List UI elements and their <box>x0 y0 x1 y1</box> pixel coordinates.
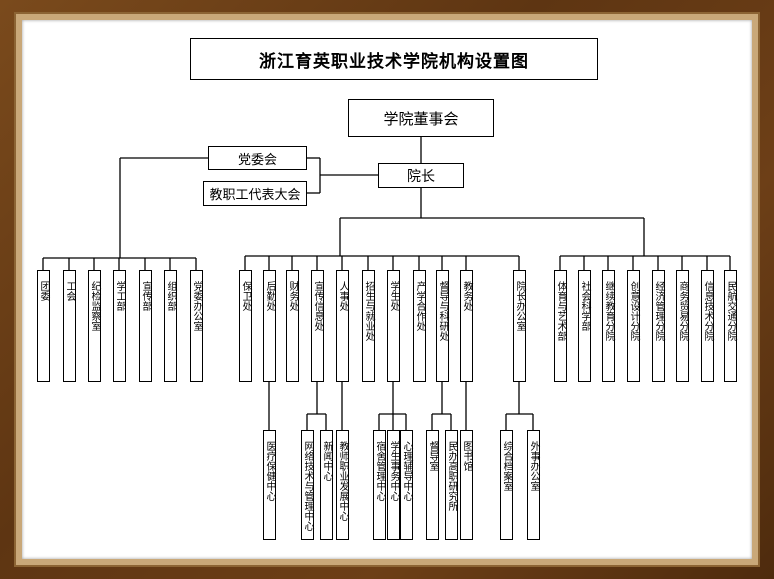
party-dept-box-label: 纪检监察室 <box>89 281 100 331</box>
sub-unit-box: 民办高职研究所 <box>445 430 458 540</box>
office-box-label: 保卫处 <box>240 281 251 311</box>
division-box: 经济管理分院 <box>652 270 665 382</box>
sub-unit-box-label: 医疗保健中心 <box>264 441 275 501</box>
sub-unit-box: 综合档案室 <box>500 430 513 540</box>
division-box-label: 社会科学部 <box>579 281 590 331</box>
division-box: 体育与艺术部 <box>554 270 567 382</box>
sub-unit-box-label: 宿舍管理中心 <box>374 441 385 501</box>
division-box: 民航交通分院 <box>724 270 737 382</box>
sub-unit-box: 宿舍管理中心 <box>373 430 386 540</box>
office-box-label: 学生处 <box>388 281 399 311</box>
office-box-label: 院长办公室 <box>514 281 525 331</box>
chart-title: 浙江育英职业技术学院机构设置图 <box>190 38 598 80</box>
party-committee-node: 党委会 <box>208 146 307 170</box>
office-box: 财务处 <box>286 270 299 382</box>
division-box-label: 经济管理分院 <box>653 281 664 341</box>
office-box: 督导与科研处 <box>436 270 449 382</box>
sub-unit-box: 外事办公室 <box>527 430 540 540</box>
party-dept-box-label: 学工部 <box>114 281 125 311</box>
president-node: 院长 <box>378 163 464 188</box>
party-dept-box: 纪检监察室 <box>88 270 101 382</box>
sub-unit-box: 医疗保健中心 <box>263 430 276 540</box>
office-box: 产学合作处 <box>413 270 426 382</box>
division-box-label: 信息技术分院 <box>702 281 713 341</box>
office-box: 学生处 <box>387 270 400 382</box>
division-box: 继续教育分院 <box>602 270 615 382</box>
office-box-label: 财务处 <box>287 281 298 311</box>
sub-unit-box: 心理辅导中心 <box>400 430 413 540</box>
sub-unit-box: 网络技术与管理中心 <box>301 430 314 540</box>
division-box-label: 民航交通分院 <box>725 281 736 341</box>
office-box-label: 人事处 <box>337 281 348 311</box>
party-dept-box-label: 党委办公室 <box>191 281 202 331</box>
party-dept-box-label: 团委 <box>38 281 49 301</box>
office-box-label: 宣传信息处 <box>312 281 323 331</box>
sub-unit-box-label: 民办高职研究所 <box>446 441 457 511</box>
sub-unit-box-label: 图书馆 <box>461 441 472 471</box>
party-dept-box: 党委办公室 <box>190 270 203 382</box>
sub-unit-box: 督导室 <box>426 430 439 540</box>
office-box: 院长办公室 <box>513 270 526 382</box>
party-dept-box-label: 组织部 <box>165 281 176 311</box>
sub-unit-box-label: 综合档案室 <box>501 441 512 491</box>
party-dept-box: 学工部 <box>113 270 126 382</box>
sub-unit-box-label: 网络技术与管理中心 <box>302 441 313 531</box>
division-box: 社会科学部 <box>578 270 591 382</box>
office-box: 后勤处 <box>263 270 276 382</box>
division-box: 创意设计分院 <box>627 270 640 382</box>
party-dept-box: 团委 <box>37 270 50 382</box>
division-box: 商务贸易分院 <box>676 270 689 382</box>
sub-unit-box-label: 督导室 <box>427 441 438 471</box>
sub-unit-box-label: 教师职业发展中心 <box>337 441 348 521</box>
party-dept-box: 组织部 <box>164 270 177 382</box>
office-box: 宣传信息处 <box>311 270 324 382</box>
sub-unit-box-label: 学生事务中心 <box>388 441 399 501</box>
office-box: 保卫处 <box>239 270 252 382</box>
office-box-label: 教务处 <box>461 281 472 311</box>
office-box: 人事处 <box>336 270 349 382</box>
sub-unit-box-label: 新闻中心 <box>321 441 332 481</box>
party-dept-box-label: 宣传部 <box>140 281 151 311</box>
division-box-label: 体育与艺术部 <box>555 281 566 341</box>
office-box: 招生与就业处 <box>362 270 375 382</box>
division-box-label: 继续教育分院 <box>603 281 614 341</box>
office-box: 教务处 <box>460 270 473 382</box>
division-box-label: 商务贸易分院 <box>677 281 688 341</box>
sub-unit-box-label: 外事办公室 <box>528 441 539 491</box>
party-dept-box-label: 工会 <box>64 281 75 301</box>
staff-congress-node: 教职工代表大会 <box>203 181 307 206</box>
sub-unit-box: 学生事务中心 <box>387 430 400 540</box>
office-box-label: 招生与就业处 <box>363 281 374 341</box>
sub-unit-box: 图书馆 <box>460 430 473 540</box>
sub-unit-box: 新闻中心 <box>320 430 333 540</box>
board-node: 学院董事会 <box>348 99 494 137</box>
office-box-label: 督导与科研处 <box>437 281 448 341</box>
sub-unit-box: 教师职业发展中心 <box>336 430 349 540</box>
division-box-label: 创意设计分院 <box>628 281 639 341</box>
office-box-label: 产学合作处 <box>414 281 425 331</box>
office-box-label: 后勤处 <box>264 281 275 311</box>
party-dept-box: 宣传部 <box>139 270 152 382</box>
party-dept-box: 工会 <box>63 270 76 382</box>
sub-unit-box-label: 心理辅导中心 <box>401 441 412 501</box>
division-box: 信息技术分院 <box>701 270 714 382</box>
